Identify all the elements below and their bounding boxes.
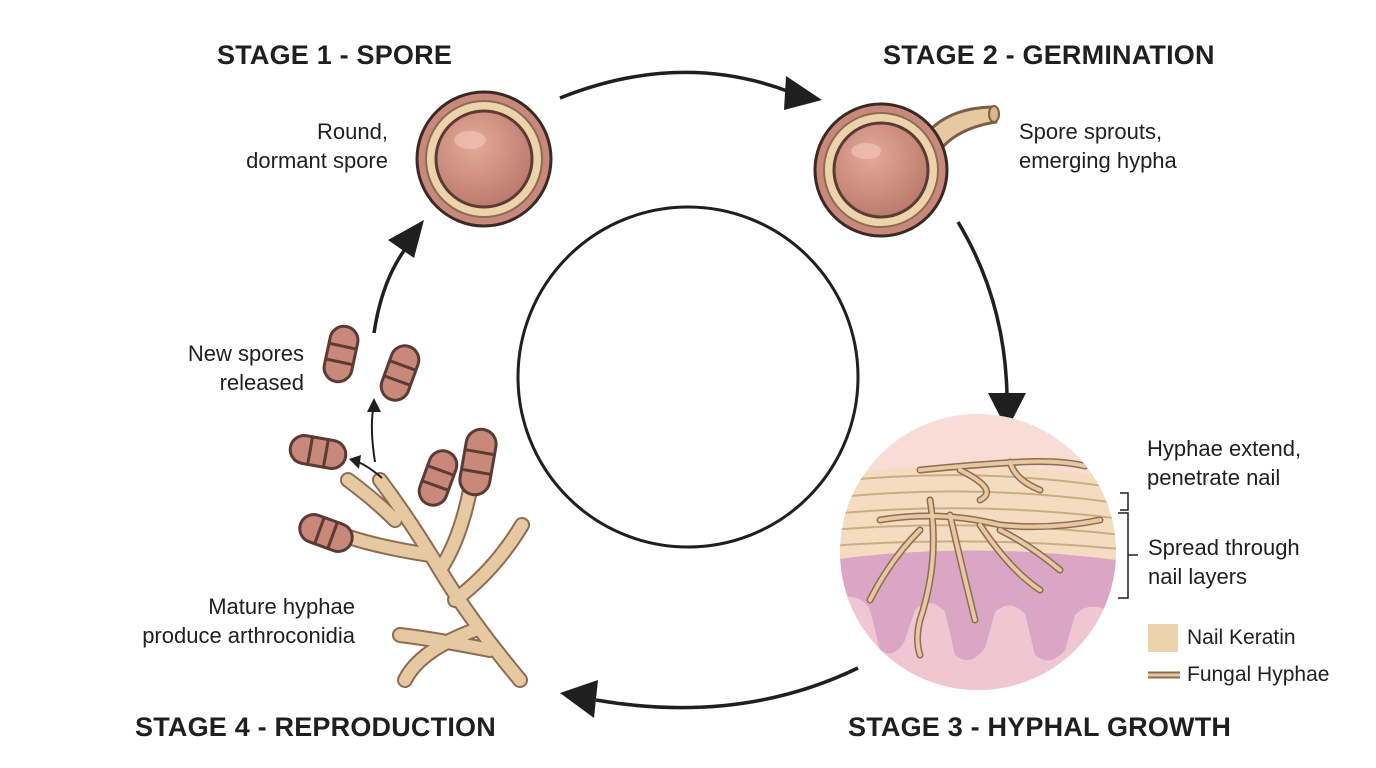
stage-3-caption-2: Spread through nail layers [1148,533,1300,591]
center-line: socks, or untreated skin [571,432,805,457]
legend-hyphae-label: Fungal Hyphae [1187,663,1330,686]
stage-4-caption: Mature hyphae produce arthroconidia [142,592,355,650]
cycle-arrow-2-to-3 [956,221,1026,430]
keratin-swatch-icon [1148,624,1178,652]
center-message: Fungal spores can survive for months. On… [520,280,856,490]
released-spore-icon [288,434,348,470]
center-line: drop of iodine ═ [610,342,766,367]
center-line: new spores from shoes, [571,402,805,427]
caption-line: Mature hyphae [208,594,355,619]
caption-line: dormant spore [246,148,388,173]
dormant-spore-icon [415,90,553,228]
center-line: can restart the cycle. [586,462,790,487]
caption-line: nail layers [1148,564,1248,589]
caption-line: New spores [187,341,304,366]
released-spore-icon [322,324,360,384]
stage-2-title: STAGE 2 - GERMINATION [883,40,1215,70]
release-arrow-icon [349,455,383,479]
center-line: Fungal spores can [597,282,779,307]
stage-4-title: STAGE 4 - REPRODUCTION [135,712,496,742]
released-spore-icon [379,344,421,402]
caption-line: Round, [317,119,388,144]
caption-line: emerging hypha [1019,148,1177,173]
cycle-arrow-3-to-4 [560,666,859,718]
stage-2-caption: Spore sprouts, emerging hypha [1019,117,1177,175]
arthroconidium-icon [458,427,498,497]
caption-line: Spore sprouts, [1019,119,1163,144]
center-line: kills them in seconds. But [563,372,813,397]
caption-line: produce arthroconidia [142,623,355,648]
caption-line: Spread through [1148,535,1300,560]
germinating-spore-icon [813,102,1000,238]
caption-line: Hyphae extend, [1147,436,1302,461]
stage-4-caption-2: New spores released [188,339,304,397]
stage-1-title: STAGE 1 - SPORE [217,40,453,70]
stage-3-title: STAGE 3 - HYPHAL GROWTH [848,712,1232,742]
center-line: survive for months. One [571,312,805,337]
arthroconidium-icon [298,513,354,553]
arthroconidium-icon [417,449,459,507]
caption-line: released [219,370,304,395]
caption-line: penetrate nail [1147,465,1281,490]
nail-cross-section-icon [840,414,1138,690]
stage-3-caption: Hyphae extend, penetrate nail [1147,434,1301,492]
cycle-arrow-1-to-2 [559,70,822,110]
cycle-arrow-4-to-1 [372,220,424,334]
legend-keratin-label: Nail Keratin [1187,626,1296,649]
stage-1-caption: Round, dormant spore [246,117,388,175]
release-arrow-icon [367,398,381,463]
mature-hyphae-icon [322,472,530,688]
